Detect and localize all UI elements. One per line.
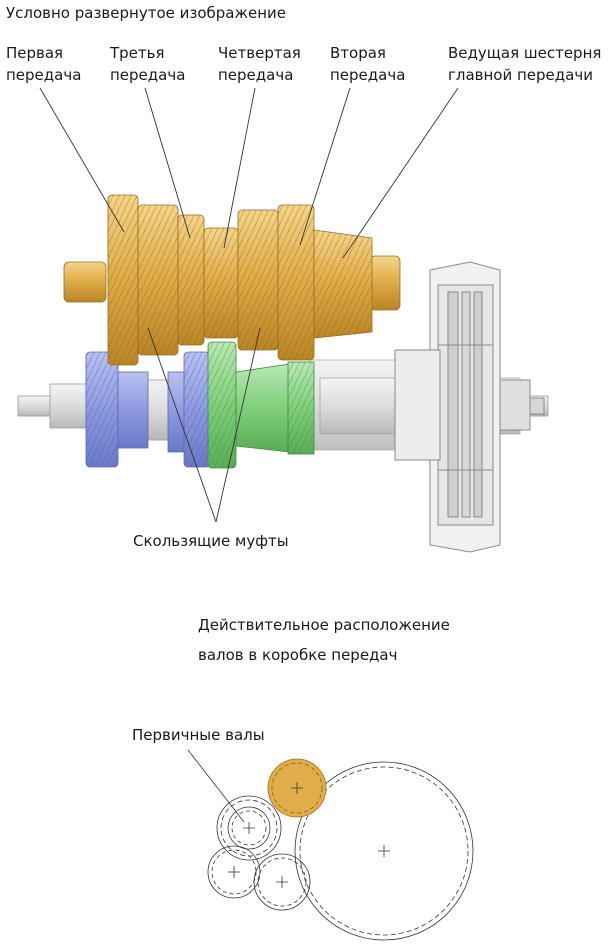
blue-gears <box>85 351 211 468</box>
leader-lines <box>39 87 459 523</box>
clutch-assembly <box>394 261 545 553</box>
shaft-arrangement <box>187 749 474 941</box>
label-sliding-sleeves: Скользящие муфты <box>133 532 289 550</box>
top-title: Условно развернутое изображение <box>6 4 287 22</box>
label-input-shafts: Первичные валы <box>132 726 265 744</box>
green-sleeve <box>207 341 315 469</box>
upper-shaft <box>63 194 401 366</box>
